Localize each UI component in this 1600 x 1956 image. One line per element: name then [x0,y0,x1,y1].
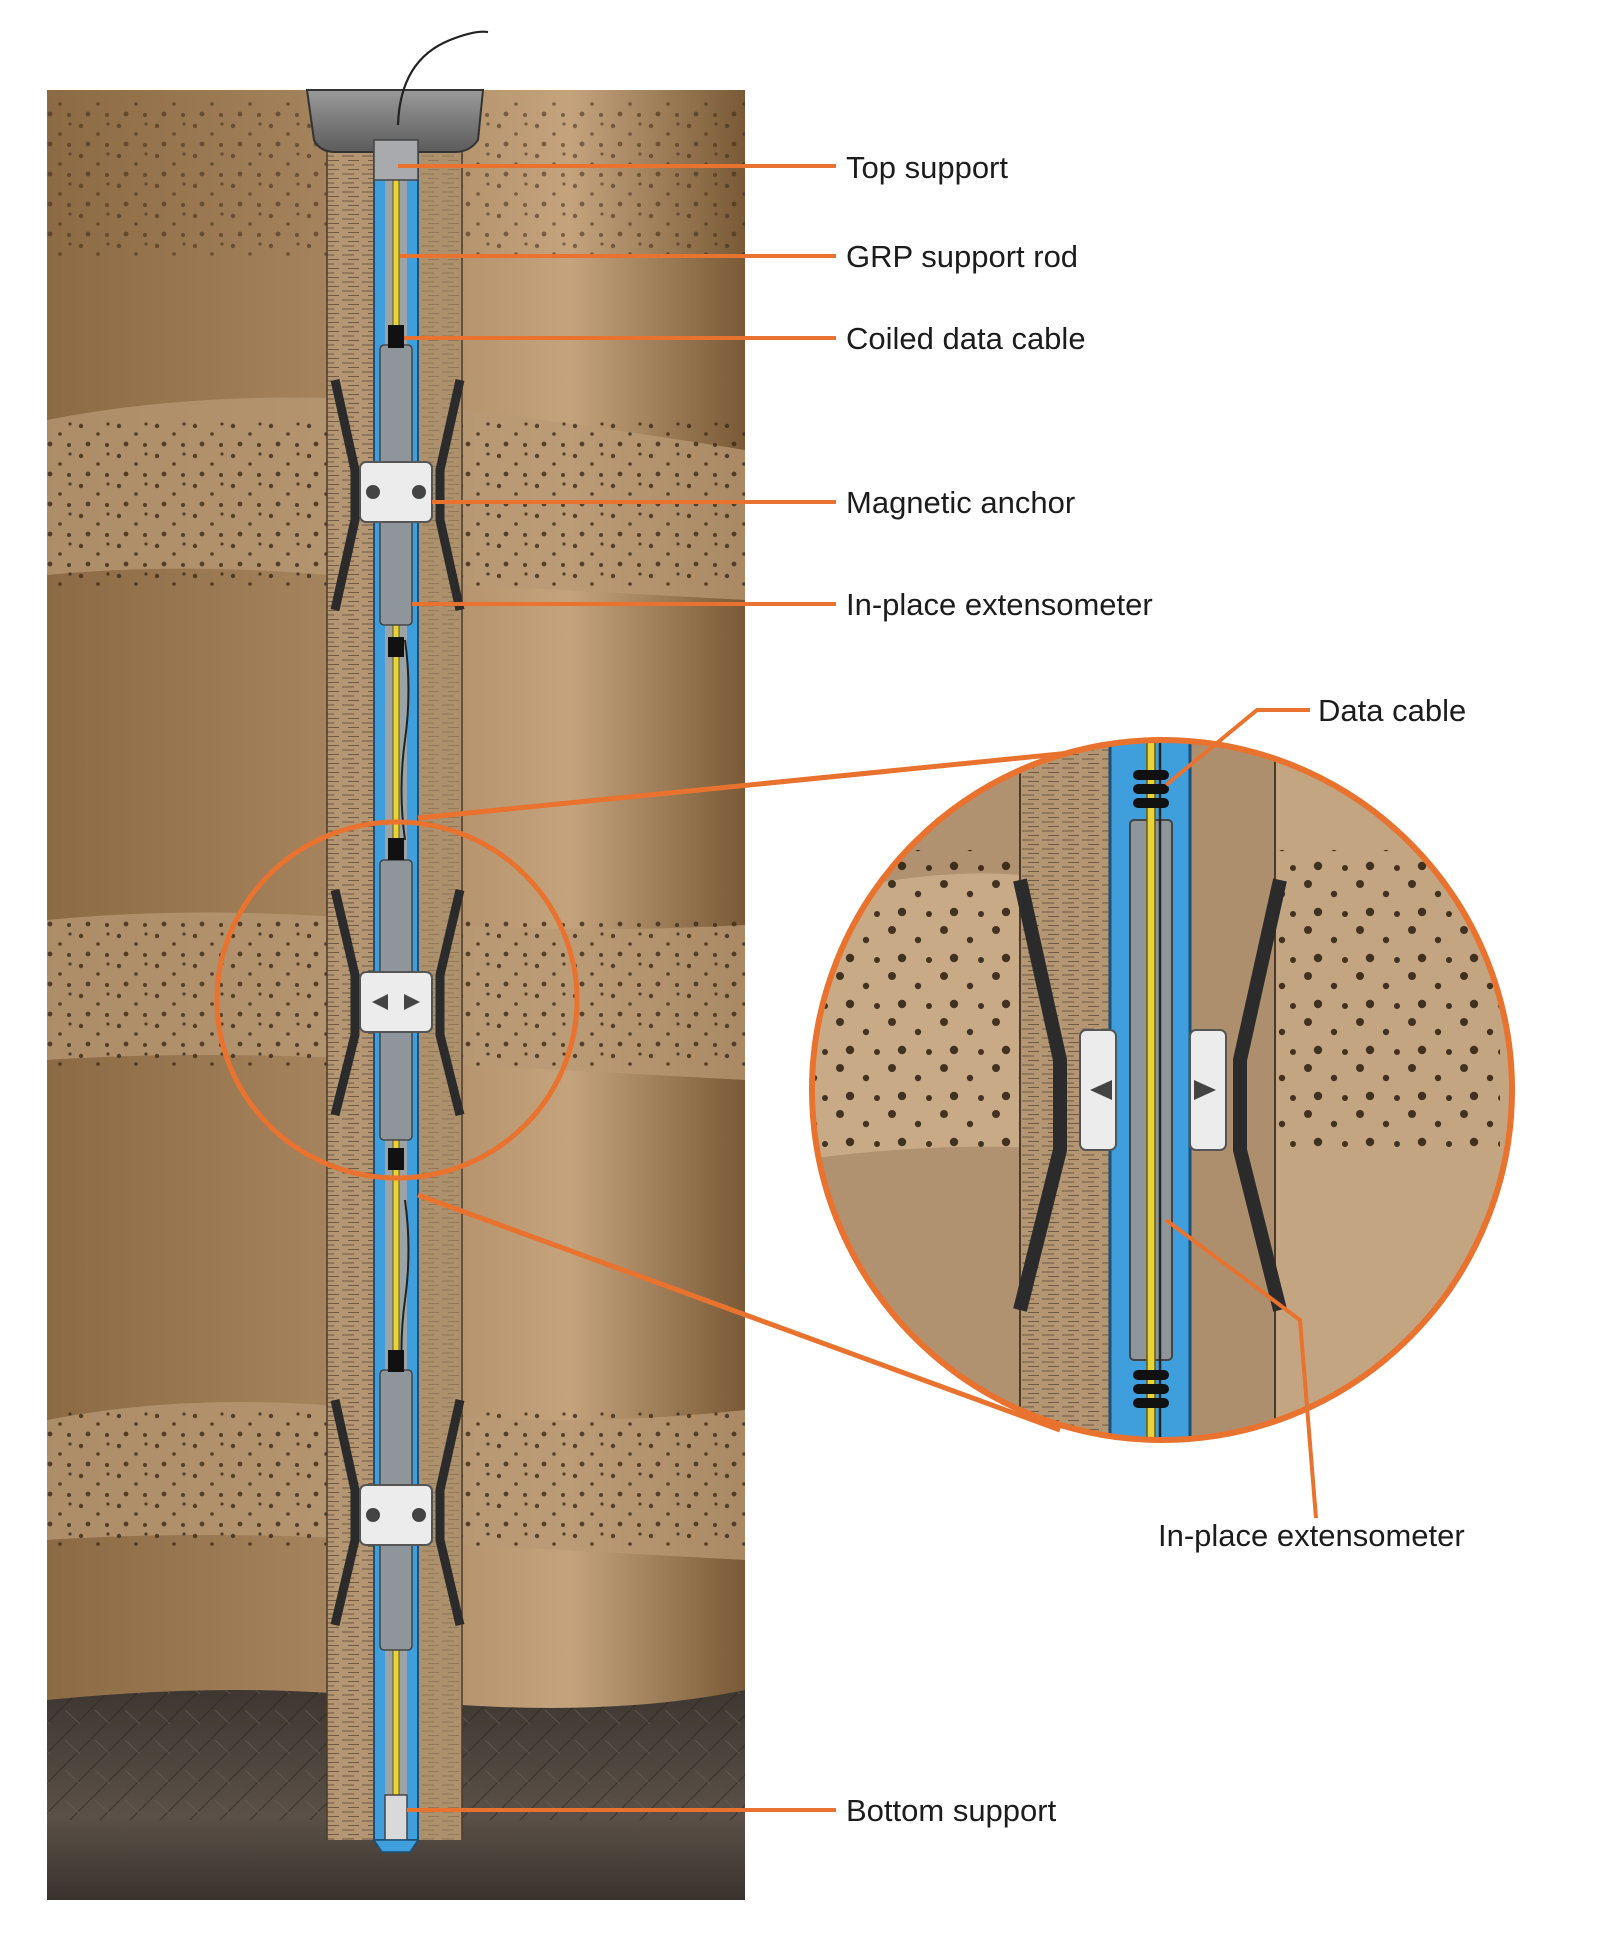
label-bottom-support: Bottom support [846,1793,1057,1828]
label-in-place-extensometer-detail: In-place extensometer [1158,1518,1465,1553]
label-top-support: Top support [846,150,1008,185]
zoom-detail [812,740,1512,1440]
zoom-detail-circle [809,737,1515,1443]
magnetic-anchor-3 [330,1399,465,1627]
magnetic-anchor-2 [330,888,465,1117]
label-magnetic-anchor: Magnetic anchor [846,485,1076,520]
borehole-cap [305,89,485,181]
coil-block [388,328,404,348]
coil-spring [1133,770,1169,1408]
signal-cable [396,30,489,126]
leader-lines [398,164,1318,1812]
zoom-connectors [417,745,1121,1433]
label-data-cable: Data cable [1318,693,1467,728]
label-coiled-data-cable: Coiled data cable [846,321,1086,356]
label-grp-support-rod: GRP support rod [846,239,1079,274]
magnetic-anchor-1 [330,379,465,611]
label-in-place-extensometer: In-place extensometer [846,587,1153,622]
bottom-support-part [372,1794,420,1853]
zoom-source-circle [214,819,580,1181]
coil-block [388,637,404,657]
